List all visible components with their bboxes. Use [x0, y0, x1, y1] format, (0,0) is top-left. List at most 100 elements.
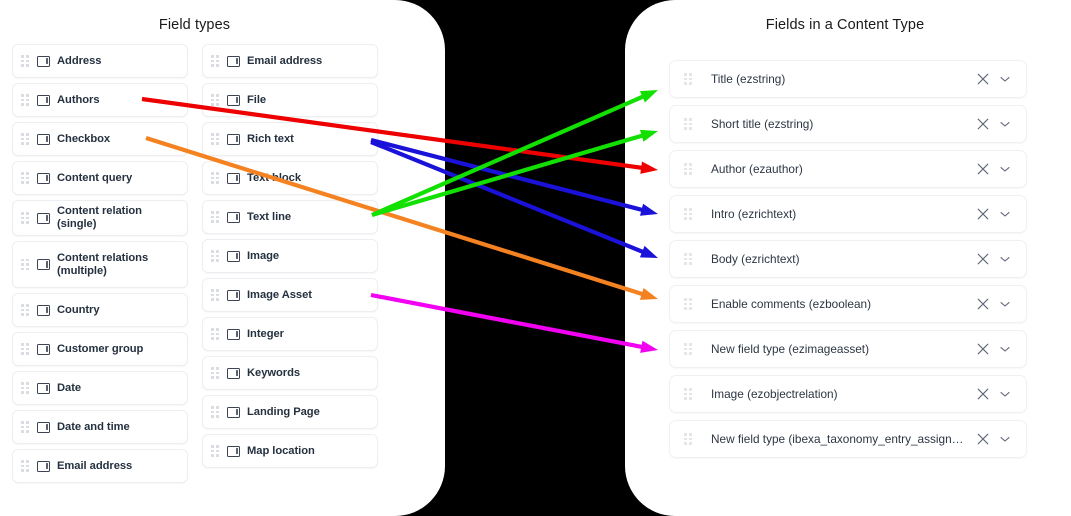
close-icon[interactable] — [972, 338, 994, 360]
field-type-icon — [37, 382, 50, 394]
field-type-card[interactable]: Country — [12, 293, 188, 327]
content-type-field-label: Short title (ezstring) — [711, 117, 814, 131]
field-type-card[interactable]: Keywords — [202, 356, 378, 390]
field-type-icon — [37, 460, 50, 472]
field-type-card[interactable]: Email address — [202, 44, 378, 78]
drag-handle-icon[interactable] — [684, 433, 693, 445]
drag-handle-icon[interactable] — [211, 367, 220, 379]
field-type-card[interactable]: File — [202, 83, 378, 117]
field-type-label: Date — [57, 381, 82, 394]
field-type-icon — [37, 421, 50, 433]
field-type-label: Country — [57, 303, 100, 316]
chevron-down-icon[interactable] — [994, 293, 1016, 315]
drag-handle-icon[interactable] — [211, 94, 220, 106]
field-type-card[interactable]: Date — [12, 371, 188, 405]
field-type-card[interactable]: Email address — [12, 449, 188, 483]
drag-handle-icon[interactable] — [211, 133, 220, 145]
close-icon[interactable] — [972, 203, 994, 225]
chevron-down-icon[interactable] — [994, 248, 1016, 270]
drag-handle-icon[interactable] — [684, 388, 693, 400]
content-type-field-row[interactable]: New field type (ezimageasset) — [669, 330, 1027, 368]
field-type-icon — [227, 250, 240, 262]
field-type-icon — [37, 55, 50, 67]
chevron-down-icon[interactable] — [994, 158, 1016, 180]
drag-handle-icon[interactable] — [684, 298, 693, 310]
field-type-icon — [227, 406, 240, 418]
content-type-field-row[interactable]: Short title (ezstring) — [669, 105, 1027, 143]
field-type-card[interactable]: Image Asset — [202, 278, 378, 312]
field-type-card[interactable]: Text line — [202, 200, 378, 234]
field-type-card[interactable]: Rich text — [202, 122, 378, 156]
chevron-down-icon[interactable] — [994, 113, 1016, 135]
field-type-card[interactable]: Image — [202, 239, 378, 273]
content-type-field-row[interactable]: Author (ezauthor) — [669, 150, 1027, 188]
drag-handle-icon[interactable] — [684, 118, 693, 130]
content-type-field-row[interactable]: Body (ezrichtext) — [669, 240, 1027, 278]
field-type-label: Content relations(multiple) — [57, 251, 149, 277]
close-icon[interactable] — [972, 158, 994, 180]
field-type-card[interactable]: Date and time — [12, 410, 188, 444]
drag-handle-icon[interactable] — [684, 163, 693, 175]
content-type-field-row[interactable]: Enable comments (ezboolean) — [669, 285, 1027, 323]
drag-handle-icon[interactable] — [684, 253, 693, 265]
drag-handle-icon[interactable] — [211, 445, 220, 457]
close-icon[interactable] — [972, 293, 994, 315]
content-type-field-row[interactable]: New field type (ibexa_taxonomy_entry_ass… — [669, 420, 1027, 458]
field-type-card[interactable]: Content relations(multiple) — [12, 241, 188, 288]
field-type-card[interactable]: Map location — [202, 434, 378, 468]
close-icon[interactable] — [972, 428, 994, 450]
content-type-field-row[interactable]: Image (ezobjectrelation) — [669, 375, 1027, 413]
drag-handle-icon[interactable] — [21, 55, 30, 67]
drag-handle-icon[interactable] — [211, 211, 220, 223]
drag-handle-icon[interactable] — [684, 343, 693, 355]
content-type-field-row[interactable]: Intro (ezrichtext) — [669, 195, 1027, 233]
drag-handle-icon[interactable] — [21, 421, 30, 433]
field-type-card[interactable]: Address — [12, 44, 188, 78]
field-type-label: Email address — [247, 54, 323, 67]
drag-handle-icon[interactable] — [211, 406, 220, 418]
drag-handle-icon[interactable] — [21, 258, 30, 271]
drag-handle-icon[interactable] — [21, 382, 30, 394]
close-icon[interactable] — [972, 113, 994, 135]
drag-handle-icon[interactable] — [21, 172, 30, 184]
drag-handle-icon[interactable] — [21, 460, 30, 472]
chevron-down-icon[interactable] — [994, 203, 1016, 225]
content-type-field-row[interactable]: Title (ezstring) — [669, 60, 1027, 98]
field-type-card[interactable]: Authors — [12, 83, 188, 117]
field-type-card[interactable]: Customer group — [12, 332, 188, 366]
close-icon[interactable] — [972, 68, 994, 90]
field-type-card[interactable]: Content relation (single) — [12, 200, 188, 236]
drag-handle-icon[interactable] — [21, 133, 30, 145]
drag-handle-icon[interactable] — [684, 73, 693, 85]
close-icon[interactable] — [972, 248, 994, 270]
field-type-label: Map location — [247, 444, 315, 457]
drag-handle-icon[interactable] — [211, 250, 220, 262]
chevron-down-icon[interactable] — [994, 428, 1016, 450]
drag-handle-icon[interactable] — [21, 343, 30, 355]
field-type-icon — [227, 94, 240, 106]
chevron-down-icon[interactable] — [994, 383, 1016, 405]
drag-handle-icon[interactable] — [21, 212, 30, 224]
content-type-fields-title: Fields in a Content Type — [765, 17, 925, 33]
drag-handle-icon[interactable] — [211, 172, 220, 184]
drag-handle-icon[interactable] — [211, 55, 220, 67]
field-type-card[interactable]: Text block — [202, 161, 378, 195]
field-type-card[interactable]: Content query — [12, 161, 188, 195]
drag-handle-icon[interactable] — [211, 289, 220, 301]
drag-handle-icon[interactable] — [21, 94, 30, 106]
field-type-label: Image Asset — [247, 288, 312, 301]
field-type-icon — [37, 304, 50, 316]
field-type-card[interactable]: Checkbox — [12, 122, 188, 156]
field-type-label: Customer group — [57, 342, 144, 355]
drag-handle-icon[interactable] — [211, 328, 220, 340]
chevron-down-icon[interactable] — [994, 338, 1016, 360]
chevron-down-icon[interactable] — [994, 68, 1016, 90]
drag-handle-icon[interactable] — [21, 304, 30, 316]
field-type-card[interactable]: Integer — [202, 317, 378, 351]
field-type-label: Email address — [57, 459, 133, 472]
drag-handle-icon[interactable] — [684, 208, 693, 220]
field-type-card[interactable]: Landing Page — [202, 395, 378, 429]
close-icon[interactable] — [972, 383, 994, 405]
